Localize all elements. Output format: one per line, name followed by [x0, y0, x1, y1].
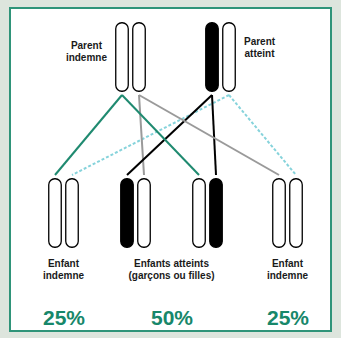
- chromosome: [193, 179, 206, 248]
- inheritance-line: [55, 95, 122, 175]
- chromosome-group: Enfant indemne: [48, 178, 79, 248]
- chromosome-group: Enfants atteints (garçons ou filles): [120, 178, 223, 248]
- node-label: Enfants atteints (garçons ou filles): [112, 258, 232, 282]
- chromosome-pair: [120, 178, 223, 248]
- chromosome-group: Parent indemne: [115, 22, 146, 92]
- chromosome: [210, 179, 223, 248]
- chromosome: [116, 23, 129, 92]
- node-label: Enfant indemne: [29, 258, 99, 282]
- chromosome-pair: [272, 178, 303, 248]
- inheritance-line: [127, 95, 212, 175]
- chromosome: [273, 179, 286, 248]
- node-label: Parent indemne: [66, 40, 107, 64]
- node-label: Parent atteint: [244, 36, 275, 60]
- chromosome: [138, 179, 151, 248]
- chromosome-group: Enfant indemne: [272, 178, 303, 248]
- inheritance-line: [139, 95, 279, 175]
- node-label: Enfant indemne: [253, 258, 323, 282]
- chromosome-group: Parent atteint: [205, 22, 236, 92]
- chromosome: [66, 179, 79, 248]
- percentage-label: 25%: [43, 306, 85, 330]
- frame-panel: [9, 7, 332, 332]
- inheritance-line: [72, 95, 229, 175]
- inheritance-line: [229, 95, 296, 175]
- chromosome: [49, 179, 62, 248]
- chromosome: [206, 23, 219, 92]
- chromosome: [133, 23, 146, 92]
- chromosome: [223, 23, 236, 92]
- percentage-label: 25%: [267, 306, 309, 330]
- percentage-label: 50%: [151, 306, 193, 330]
- inheritance-line: [212, 95, 216, 175]
- chromosome-pair: [48, 178, 79, 248]
- chromosome: [290, 179, 303, 248]
- chromosome-pair: [205, 22, 236, 92]
- chromosome: [121, 179, 134, 248]
- chromosome-pair: [115, 22, 146, 92]
